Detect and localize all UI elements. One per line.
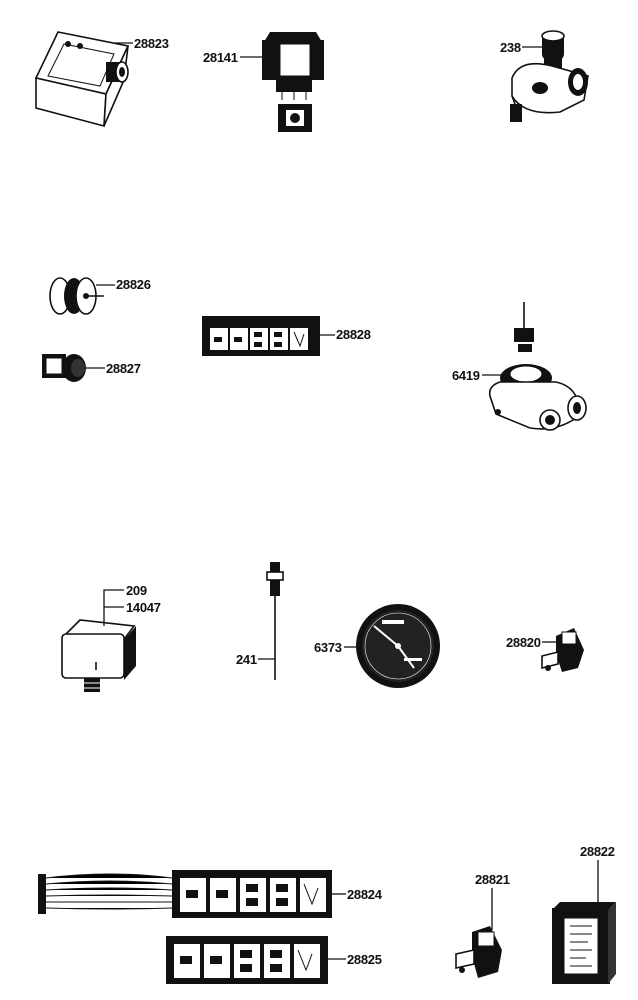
label-28141: 28141	[203, 50, 238, 65]
label-28828: 28828	[336, 327, 371, 342]
label-28827: 28827	[106, 361, 141, 376]
label-6373: 6373	[314, 640, 342, 655]
part-238-valve	[510, 30, 589, 122]
part-209-14047-pressure-switch	[61, 619, 136, 692]
label-28820: 28820	[506, 635, 541, 650]
part-28828-keypad	[202, 316, 320, 356]
part-28823-solenoid-coil	[34, 31, 130, 128]
part-28822-control-box	[552, 902, 616, 984]
label-28825: 28825	[347, 952, 382, 967]
part-28826-rotary-switch	[49, 277, 104, 315]
label-241: 241	[236, 652, 257, 667]
part-28820-bracket	[541, 628, 584, 672]
label-28824: 28824	[347, 887, 383, 902]
label-238: 238	[500, 40, 521, 55]
label-28822: 28822	[580, 844, 615, 859]
label-28821: 28821	[475, 872, 510, 887]
part-6373-pressure-gauge	[356, 604, 440, 688]
part-28825-keypad	[166, 936, 328, 984]
label-14047: 14047	[126, 600, 161, 615]
part-28824-keypad-with-cable	[38, 870, 332, 918]
part-28141-relay	[262, 32, 324, 132]
part-6419-flow-meter	[488, 302, 587, 431]
label-28823: 28823	[134, 36, 169, 51]
label-6419: 6419	[452, 368, 480, 383]
label-28826: 28826	[116, 277, 151, 292]
part-28821-bracket	[455, 926, 502, 978]
part-28827-push-button	[42, 354, 86, 382]
part-241-probe	[266, 562, 284, 680]
label-209: 209	[126, 583, 147, 598]
